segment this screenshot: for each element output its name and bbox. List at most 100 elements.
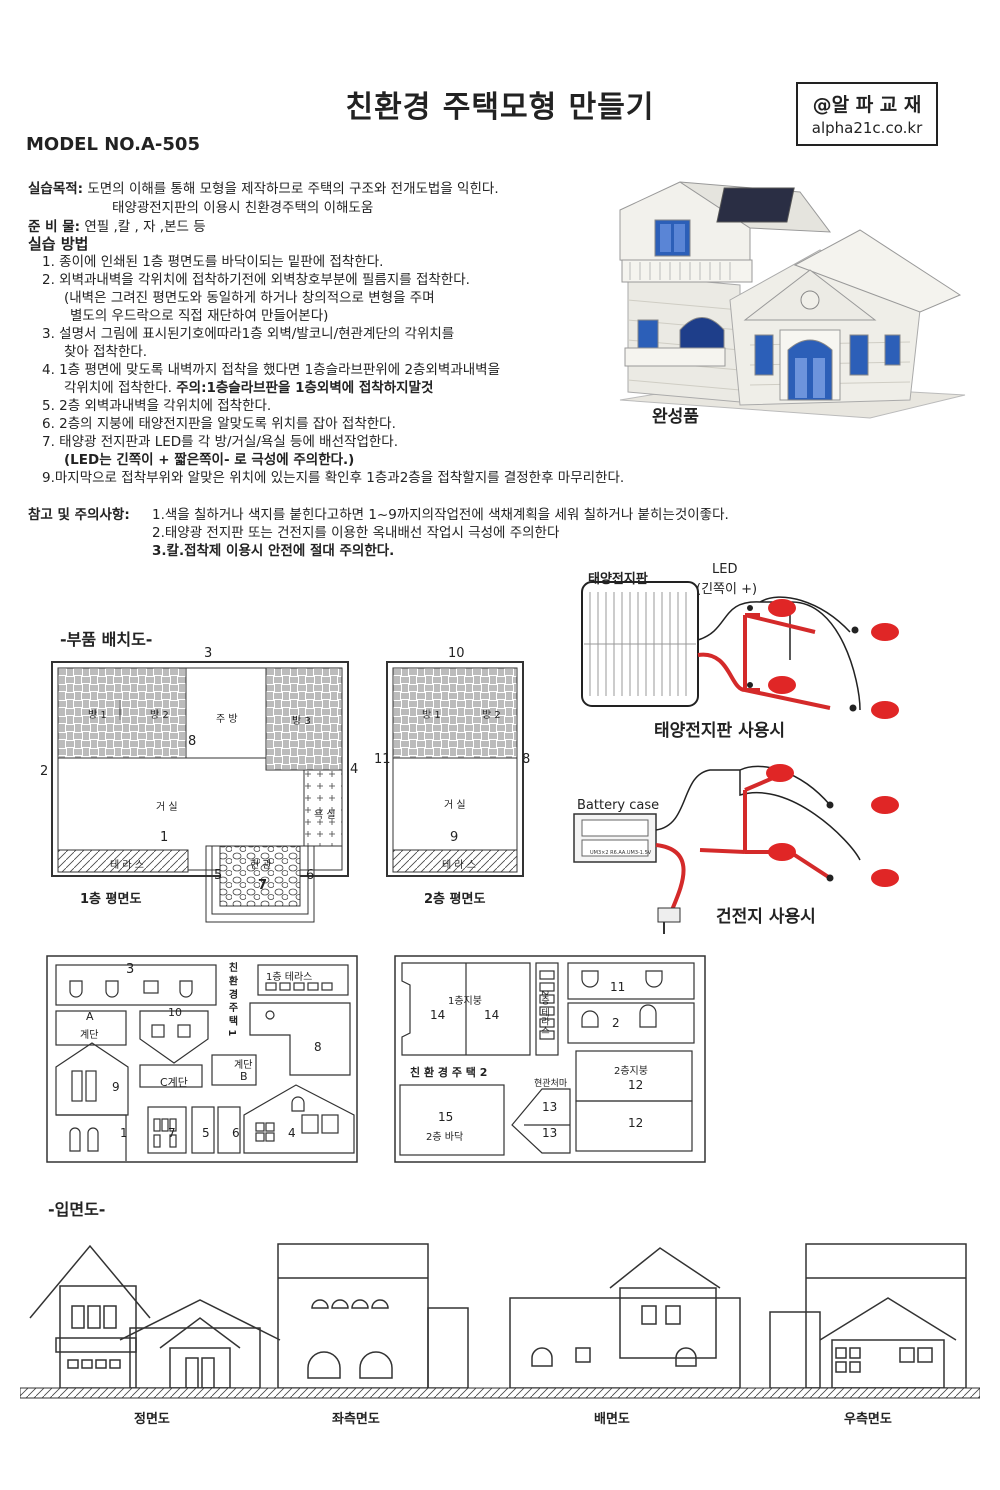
method-line-2: 2. 외벽과내벽을 각위치에 접착하기전에 외벽창호부분에 필름지를 접착한다.: [42, 272, 470, 288]
sheet1-label-3: 3: [126, 962, 135, 977]
floor1-num-5: 5: [214, 868, 223, 883]
purpose-label: 실습목적:: [28, 181, 84, 197]
floor2-room-2: 방 2: [482, 710, 501, 721]
elevation-rear: 배면도: [594, 1412, 630, 1427]
floor2-num-8: 8: [522, 752, 531, 767]
floor2-terrace: 테 라 스: [442, 860, 476, 871]
solar-caption: 태양전지판 사용시: [654, 721, 786, 741]
led-icon: [768, 599, 796, 617]
sheet2-label-13a: 13: [542, 1100, 558, 1114]
materials-label: 준 비 물:: [28, 219, 81, 235]
sheet2-label-floor2: 2층 바닥: [426, 1132, 464, 1143]
layout-section-title: -부품 배치도-: [60, 630, 153, 649]
led-icon: [766, 764, 794, 782]
floor2-living: 거 실: [444, 800, 466, 811]
sheet1-label-terrace: 1층 테라스: [266, 972, 313, 983]
method-line-7: 4. 1층 평면에 맞도록 내벽까지 접착을 했다면 1층슬라브판위에 2층외벽…: [42, 362, 500, 378]
sheet1-label-8: 8: [314, 1040, 322, 1054]
sheet2-label-canopy: 현관처마: [534, 1079, 568, 1089]
floor1-living: 거 실: [156, 802, 178, 813]
floor1-room-1: 방 1: [88, 710, 107, 721]
sheet2-label-14b: 14: [484, 1008, 500, 1022]
sheet1-label-C: C계단: [160, 1076, 188, 1089]
method-line-4: 별도의 우드락으로 직접 재단하여 만들어본다): [70, 308, 329, 324]
floor2-caption: 2층 평면도: [424, 892, 486, 907]
sheet2-label-13b: 13: [542, 1126, 558, 1140]
method-line-5: 3. 설명서 그림에 표시된기호에따라1층 외벽/발코니/현관계단의 각위치를: [42, 326, 455, 342]
floor1-entrance: 현 관: [250, 860, 272, 871]
led-icon: [768, 676, 796, 694]
floor2-room-1: 방 1: [422, 710, 441, 721]
sheet1-label-7: 7: [168, 1126, 176, 1140]
floor1-kitchen: 주 방: [216, 714, 238, 725]
sheet2-label-15: 15: [438, 1110, 454, 1124]
sheet1-label-stairs-a: 계단: [80, 1030, 99, 1041]
sheet1-label-1: 1: [120, 1126, 128, 1140]
notes-label: 참고 및 주의사항:: [28, 507, 130, 523]
led-icon: [871, 623, 899, 641]
notes-line-3: 3.칼.접착제 이용시 안전에 절대 주의한다.: [152, 543, 395, 559]
purpose-block: 실습목적: 도면의 이해를 통해 모형을 제작하므로 주택의 구조와 전개도법을…: [28, 180, 499, 198]
method-line-8-text: 각위치에 접착한다.: [64, 380, 172, 396]
floor1-num-6: 6: [306, 868, 315, 883]
sheet1-label-stairs-b: 계단: [234, 1060, 253, 1071]
method-line-9: 5. 2층 외벽과내벽을 각위치에 접착한다.: [42, 398, 272, 414]
method-line-8: 각위치에 접착한다. 주의:1층슬라브판을 1층외벽에 접착하지말것: [64, 379, 433, 397]
materials-text: 연필 ,칼 , 자 ,본드 등: [84, 219, 206, 235]
elevation-front: 정면도: [134, 1412, 170, 1427]
notes-line-1: 1.색을 칠하거나 색지를 붙힌다고하면 1~9까지의작업전에 색채계획을 세워…: [152, 507, 729, 523]
sheet1-label-5: 5: [202, 1126, 210, 1140]
method-line-3: (내벽은 그려진 평면도와 동일하게 하거나 창의적으로 변형을 주며: [64, 290, 435, 306]
sheet2-title: 친 환 경 주 택 2: [410, 1066, 488, 1079]
method-line-12: (LED는 긴쪽이 + 짧은쪽이- 로 극성에 주의한다.): [64, 452, 355, 468]
floor2-num-11: 11: [374, 752, 391, 767]
floor1-num-4: 4: [350, 762, 359, 777]
elevation-title: -입면도-: [48, 1200, 106, 1219]
sheet2-label-12a: 12: [628, 1078, 644, 1092]
sheet2-label-2: 2: [612, 1016, 620, 1030]
sheet2-label-roof2: 2층지붕: [614, 1066, 648, 1077]
purpose-line2: 태양광전지판의 이용시 친환경주택의 이해도움: [112, 200, 374, 216]
sheet1-label-6: 6: [232, 1126, 240, 1140]
method-line-6: 찾아 접착한다.: [64, 344, 148, 360]
sheet2-label-12b: 12: [628, 1116, 644, 1130]
method-line-11: 7. 태양광 전지판과 LED를 각 방/거실/욕실 등에 배선작업한다.: [42, 434, 398, 450]
switch-icon: [657, 907, 681, 923]
sheet1-title: 친 환 경 주 택 1: [226, 962, 237, 1037]
purpose-line1: 도면의 이해를 통해 모형을 제작하므로 주택의 구조와 전개도법을 익힌다.: [87, 181, 499, 197]
floor1-num-3: 3: [204, 646, 213, 661]
materials-block: 준 비 물: 연필 ,칼 , 자 ,본드 등: [28, 218, 206, 236]
led-label: LED: [712, 562, 738, 577]
led-icon: [871, 869, 899, 887]
floor1-room-2: 방 2: [150, 710, 169, 721]
led-icon: [871, 796, 899, 814]
house-photo: [610, 170, 970, 430]
brand-name: @알 파 교 재: [812, 94, 922, 116]
sheet2-label-terrace: 2층 테라스: [539, 990, 549, 1035]
battery-label: Battery case: [577, 798, 660, 813]
page-title: 친환경 주택모형 만들기: [345, 90, 655, 125]
floor1-room-3: 방 3: [292, 716, 311, 727]
floor1-num-2: 2: [40, 764, 49, 779]
floor1-plan: [51, 661, 349, 923]
parts-sheet-1: [46, 955, 358, 1163]
sheet2-label-14a: 14: [430, 1008, 446, 1022]
parts-sheet-2: [394, 955, 706, 1163]
floor1-caption: 1층 평면도: [80, 892, 142, 907]
elevation-left: 좌측면도: [332, 1412, 380, 1427]
floor1-num-7: 7: [258, 878, 268, 893]
photo-caption: 완성품: [652, 407, 699, 427]
battery-caption: 건전지 사용시: [716, 907, 816, 927]
led-icon: [871, 701, 899, 719]
elevation-drawings: [20, 1243, 980, 1399]
brand-url: alpha21c.co.kr: [811, 119, 923, 137]
battery-small-text: UM3×2 R6.AA.UM3-1.5V: [590, 850, 652, 856]
led-note: (긴쪽이 +): [696, 582, 758, 597]
sheet2-label-roof1: 1층지붕: [448, 996, 482, 1007]
floor1-num-1: 1: [160, 830, 169, 845]
led-icon: [768, 843, 796, 861]
floor1-bath: 욕 실: [314, 810, 336, 821]
elevation-right: 우측면도: [844, 1412, 892, 1427]
floor2-plan: [386, 661, 524, 877]
wiring-diagrams: UM3×2 R6.AA.UM3-1.5V: [573, 581, 899, 934]
